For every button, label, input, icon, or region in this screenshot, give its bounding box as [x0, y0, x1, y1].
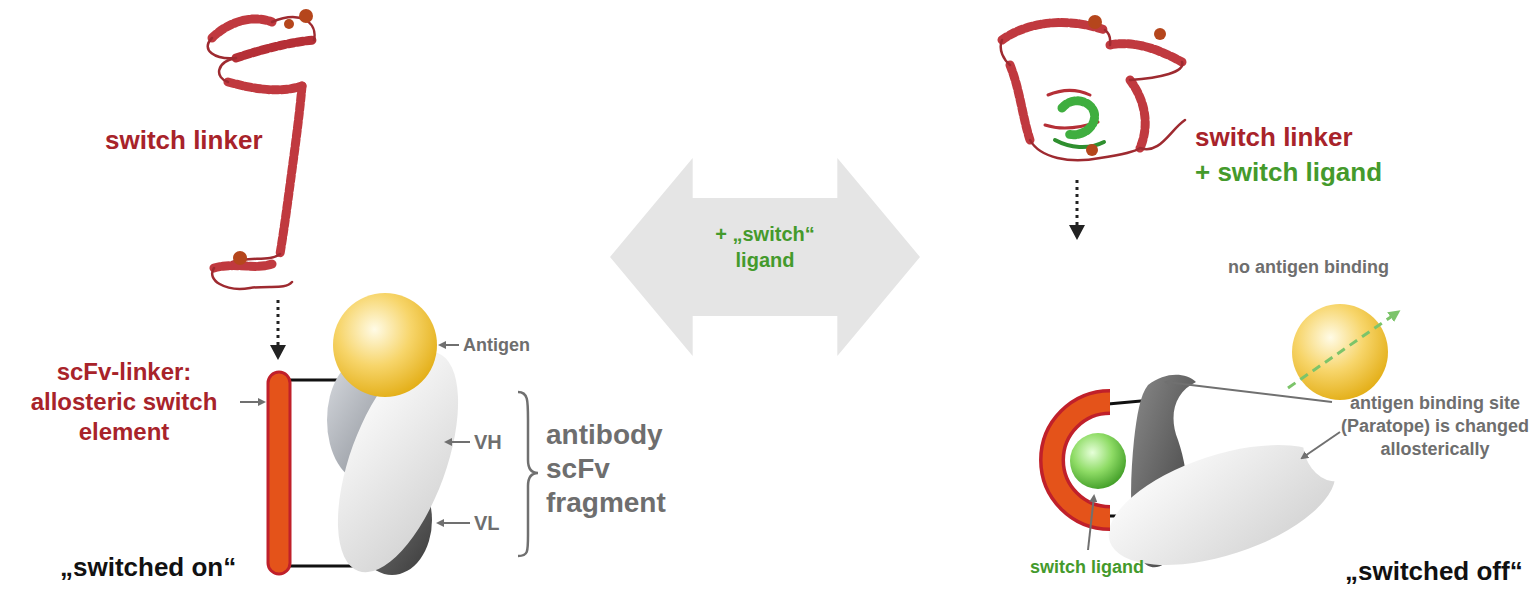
note-label: antigen binding site (Paratope) is chang… [1338, 392, 1532, 461]
domain-label: VL [474, 511, 524, 535]
state-label: „switched on“ [60, 552, 290, 582]
leader-line [446, 441, 470, 443]
part-label: Antigen [463, 334, 573, 356]
part-label: switch ligand [1030, 556, 1180, 578]
note-label: no antigen binding [1228, 256, 1428, 278]
double-arrow: + „switch“ ligand [610, 158, 920, 356]
part-label: switch linker [1195, 122, 1435, 152]
domain-label: VH [474, 430, 524, 454]
arrow-head [270, 345, 286, 360]
part-label: + switch ligand [1195, 157, 1455, 187]
arrow-label: + „switch“ ligand [695, 221, 835, 273]
group-label: antibody scFv fragment [546, 418, 691, 520]
scfv-switched-on [268, 293, 483, 587]
part-label: switch linker [105, 125, 325, 155]
leader-line [240, 401, 264, 403]
dotted-arrow [277, 300, 280, 346]
leader-line [1166, 382, 1332, 402]
bracket [518, 392, 538, 556]
state-label: „switched off“ [1345, 556, 1530, 586]
dotted-arrow [1076, 180, 1079, 226]
scfv-switched-off [1052, 304, 1388, 589]
leader-line [1302, 432, 1340, 458]
arrow-head [1069, 225, 1085, 240]
leader-line [1088, 496, 1094, 550]
part-label: scFv-linker: allosteric switch element [8, 357, 240, 447]
leader-line [438, 522, 470, 524]
leader-line [440, 344, 459, 346]
dashed-arrow [1288, 312, 1398, 388]
protein-structure [1001, 15, 1185, 160]
